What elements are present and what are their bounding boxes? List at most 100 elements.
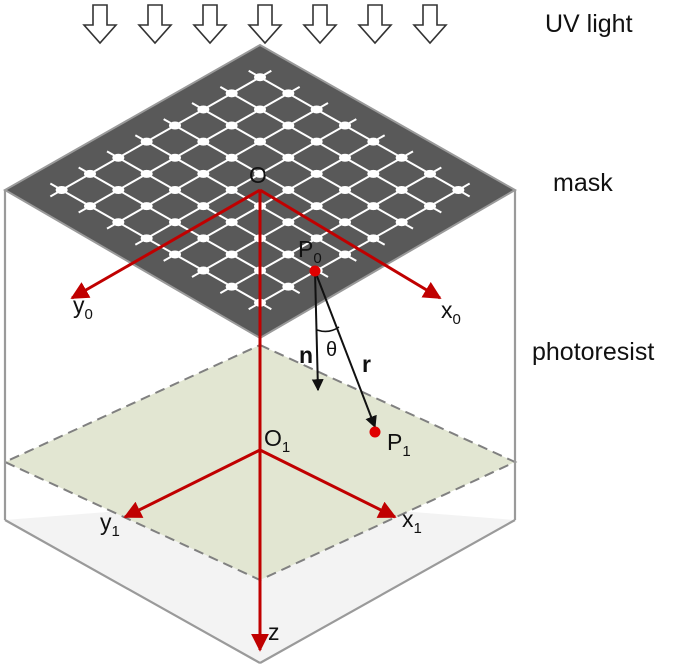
mask-grid-line xyxy=(287,156,318,175)
mask-grid-line xyxy=(89,156,119,175)
x1-label: x1 xyxy=(402,506,422,537)
mask-grid-line xyxy=(231,76,261,95)
mask-grid-line xyxy=(174,205,204,224)
theta-label: θ xyxy=(326,339,337,361)
normal-vector-n xyxy=(311,270,324,392)
mask-grid-line xyxy=(117,140,148,159)
mask-grid-node xyxy=(225,121,238,130)
mask-grid-node xyxy=(112,218,125,227)
mask-grid-line xyxy=(316,124,346,143)
mask-grid-node xyxy=(140,202,153,211)
n-label: n xyxy=(299,342,313,368)
mask-grid-line xyxy=(89,173,119,191)
z-label: z xyxy=(268,619,280,645)
mask-grid-line xyxy=(316,253,346,272)
uv-arrow xyxy=(302,4,338,45)
mask-grid-line xyxy=(316,205,346,224)
mask-grid-line xyxy=(287,92,318,111)
mask-grid-node xyxy=(310,202,323,211)
mask-grid-line xyxy=(287,108,318,127)
mask-grid-line xyxy=(259,269,289,288)
mask-grid-line xyxy=(146,156,176,175)
mask-grid-line xyxy=(259,221,289,240)
mask-grid-line xyxy=(372,189,403,207)
mask-grid-line xyxy=(344,189,374,207)
mask-grid-node xyxy=(169,153,181,162)
mask-grid-line xyxy=(117,221,148,240)
mask-grid-node xyxy=(339,186,351,194)
mask-grid-line xyxy=(231,221,261,240)
mask-label: mask xyxy=(553,169,613,197)
mask-grid-line xyxy=(146,205,176,224)
mask-grid-line xyxy=(146,173,176,191)
mask-grid-node xyxy=(197,234,210,243)
mask-grid-line xyxy=(174,253,204,272)
uv-arrow xyxy=(82,4,118,45)
mask-grid-line xyxy=(174,173,204,191)
mask-grid-line xyxy=(231,285,261,304)
mask-grid-node xyxy=(395,218,408,227)
mask-grid-line xyxy=(259,253,289,272)
mask-grid-line xyxy=(344,205,374,224)
mask-grid-line xyxy=(231,205,261,224)
mask-grid-node xyxy=(225,282,238,291)
mask-grid-line xyxy=(259,140,289,159)
mask-grid-node xyxy=(254,105,266,114)
mask-grid-line xyxy=(401,156,431,175)
mask-grid-line xyxy=(202,189,233,207)
mask-grid-line xyxy=(174,108,204,127)
mask-grid-line xyxy=(231,269,261,288)
mask-grid-node xyxy=(424,202,436,211)
mask-grid-node xyxy=(254,73,266,82)
photoresist-axes xyxy=(123,448,397,519)
mask-grid-line xyxy=(287,173,318,191)
mask-grid-node xyxy=(84,169,96,178)
mask-grid-line xyxy=(202,253,233,272)
mask-grid-line xyxy=(372,156,403,175)
theta-arc xyxy=(316,326,340,333)
mask-grid-line xyxy=(146,140,176,159)
mask-grid-line xyxy=(117,205,148,224)
mask-grid-node xyxy=(339,218,351,227)
mask-grid-node xyxy=(339,121,351,130)
mask-grid-node xyxy=(225,186,238,194)
box-edges xyxy=(3,190,517,664)
mask-grid-line xyxy=(372,205,403,224)
mask-grid-node xyxy=(452,186,465,194)
mask-grid-line xyxy=(202,140,233,159)
mask-grid-node xyxy=(310,137,323,146)
mask-grid-line xyxy=(174,124,204,143)
origin-o1-label: O1 xyxy=(264,425,290,456)
mask-grid-node xyxy=(169,186,181,194)
mask-grid-line xyxy=(316,173,346,191)
x1-axis xyxy=(259,448,397,519)
mask-grid-line xyxy=(174,156,204,175)
mask-grid-line xyxy=(372,140,403,159)
mask-grid-node xyxy=(169,250,181,259)
mask-grid-line xyxy=(344,124,374,143)
x0-axis xyxy=(259,188,442,300)
mask-grid-line xyxy=(316,189,346,207)
mask-grid-pattern xyxy=(49,69,471,311)
p0-label: P0 xyxy=(298,236,322,267)
uv-light-label: UV light xyxy=(545,10,633,38)
mask-grid-line xyxy=(61,189,91,207)
mask-grid-node xyxy=(225,153,238,162)
mask-grid-node xyxy=(197,266,210,275)
mask-axes xyxy=(70,188,442,300)
mask-grid-line xyxy=(401,189,431,207)
mask-grid-line xyxy=(287,221,318,240)
mask-grid-node xyxy=(197,169,210,178)
p1-label: P1 xyxy=(387,429,411,460)
mask-grid-line xyxy=(202,237,233,256)
y1-axis xyxy=(123,448,261,519)
uv-arrow xyxy=(247,4,283,45)
mask-grid-line xyxy=(372,173,403,191)
mask-grid-line xyxy=(316,108,346,127)
mask-grid-node xyxy=(225,250,238,259)
mask-grid-node xyxy=(310,105,323,114)
mask-grid-line xyxy=(259,285,289,304)
mask-grid-node xyxy=(197,137,210,146)
mask-grid-line xyxy=(146,124,176,143)
